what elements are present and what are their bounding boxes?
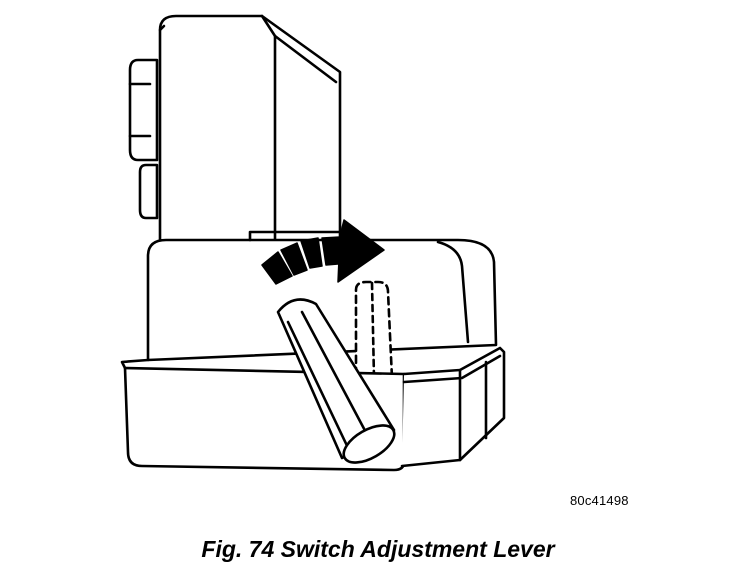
- adjustment-lever: [276, 298, 396, 464]
- switch-base-block: [146, 230, 498, 362]
- figure-reference-code: 80c41498: [570, 493, 629, 508]
- lever-rest-position-outline: [354, 280, 394, 380]
- figure-caption: Fig. 74 Switch Adjustment Lever: [201, 536, 555, 562]
- upper-switch-housing: [128, 14, 342, 250]
- rotation-direction-arrow: [261, 219, 385, 285]
- mounting-tray: [120, 346, 506, 472]
